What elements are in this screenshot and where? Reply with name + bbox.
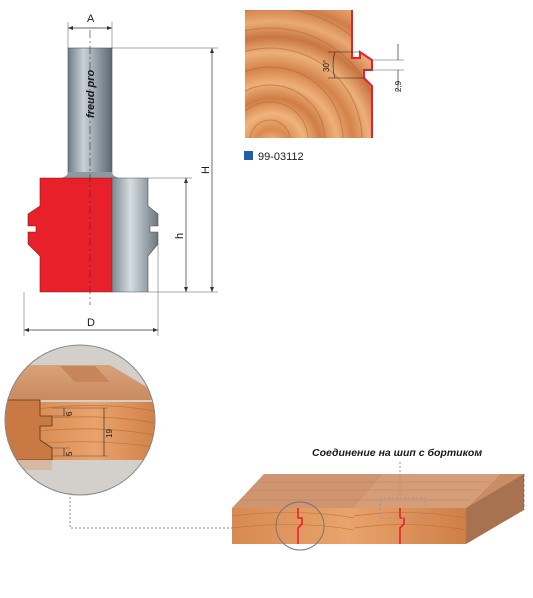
dimension-a: A xyxy=(67,13,113,48)
joint-caption: Соединение на шип с бортиком xyxy=(312,447,482,459)
joint-highlight-box xyxy=(379,497,427,519)
joint-line-left xyxy=(297,508,303,544)
profile-detail: 30° 2,9 xyxy=(245,10,404,138)
product-code: 99-03112 xyxy=(244,151,304,163)
zoom-circle xyxy=(4,344,156,496)
router-bit: freud pro xyxy=(27,30,159,305)
dimension-d-label: D xyxy=(87,317,95,329)
joint-magnifier xyxy=(275,501,325,551)
bit-cutter-red xyxy=(27,177,113,293)
joint-line-right xyxy=(399,508,405,544)
zoom-detail: 6 5 19 xyxy=(4,344,156,496)
zoom-thickness-label: 19 xyxy=(105,429,114,438)
board-assembly xyxy=(231,462,525,551)
dimension-h-cut: h xyxy=(148,177,192,292)
dimension-h-total-label: H xyxy=(200,166,212,174)
brand-logo: freud pro xyxy=(85,69,97,118)
zoom-lower-label: 5 xyxy=(65,451,74,456)
dimension-a-label: A xyxy=(87,13,95,25)
product-code-marker xyxy=(244,151,253,160)
dimension-h-total: H xyxy=(112,47,218,293)
profile-edge xyxy=(351,10,373,138)
product-code-label: 99-03112 xyxy=(258,151,304,163)
dimension-h-cut-label: h xyxy=(174,233,186,239)
bit-body-grey xyxy=(111,177,159,293)
profile-angle-label: 30° xyxy=(322,60,331,72)
zoom-upper-label: 6 xyxy=(65,411,74,416)
zoom-connector xyxy=(69,493,296,529)
profile-depth-label: 2,9 xyxy=(394,80,403,92)
dimension-d: D xyxy=(23,244,159,336)
